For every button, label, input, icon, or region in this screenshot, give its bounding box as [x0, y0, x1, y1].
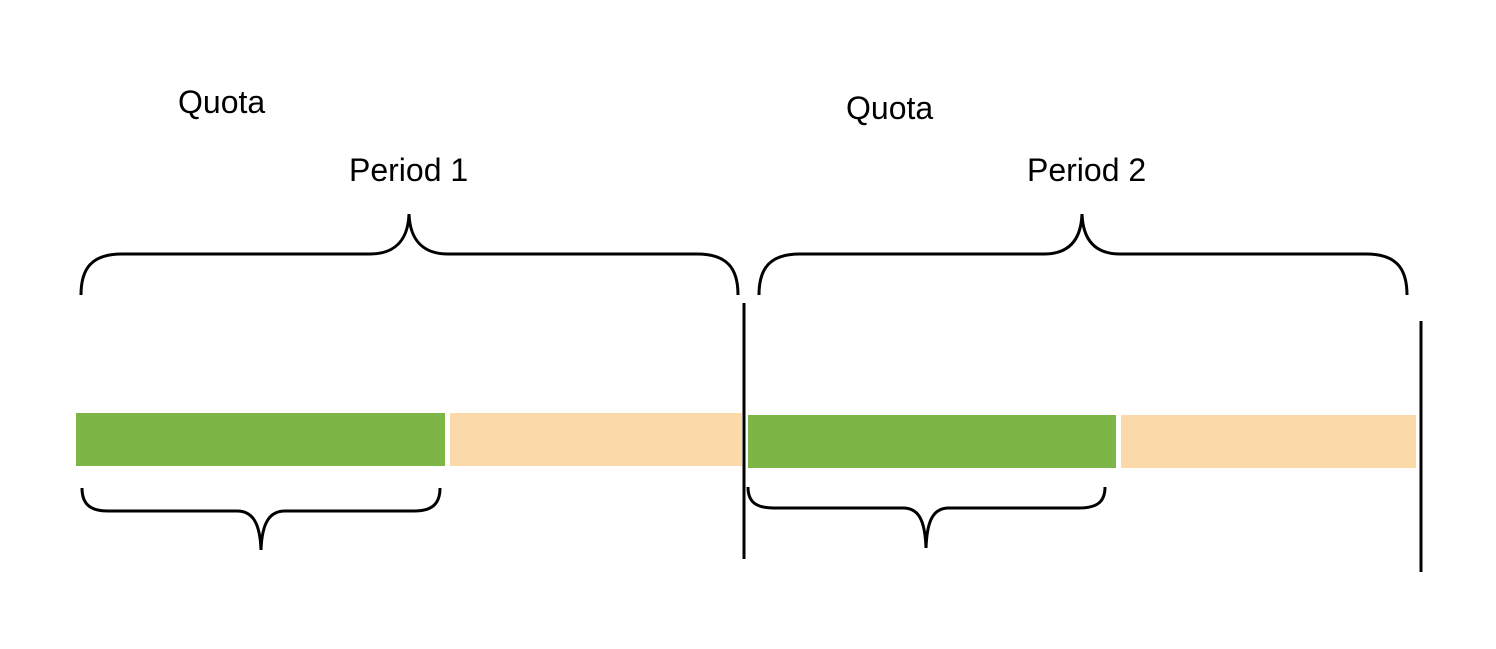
quota-label-2: Quota	[846, 90, 934, 126]
quota-1-brace	[80, 487, 442, 551]
period-2-brace	[757, 213, 1409, 296]
period-label-2: Period 2	[1027, 152, 1147, 188]
period-2-remaining-segment	[1121, 415, 1416, 468]
period-1-brace	[79, 213, 740, 296]
period-1-remaining-segment	[450, 413, 742, 466]
period-2-used-segment	[748, 415, 1116, 468]
quota-label-1: Quota	[178, 84, 266, 120]
quota-2-brace	[746, 486, 1107, 549]
period-1-used-segment	[76, 413, 445, 466]
period-label-1: Period 1	[349, 152, 469, 188]
